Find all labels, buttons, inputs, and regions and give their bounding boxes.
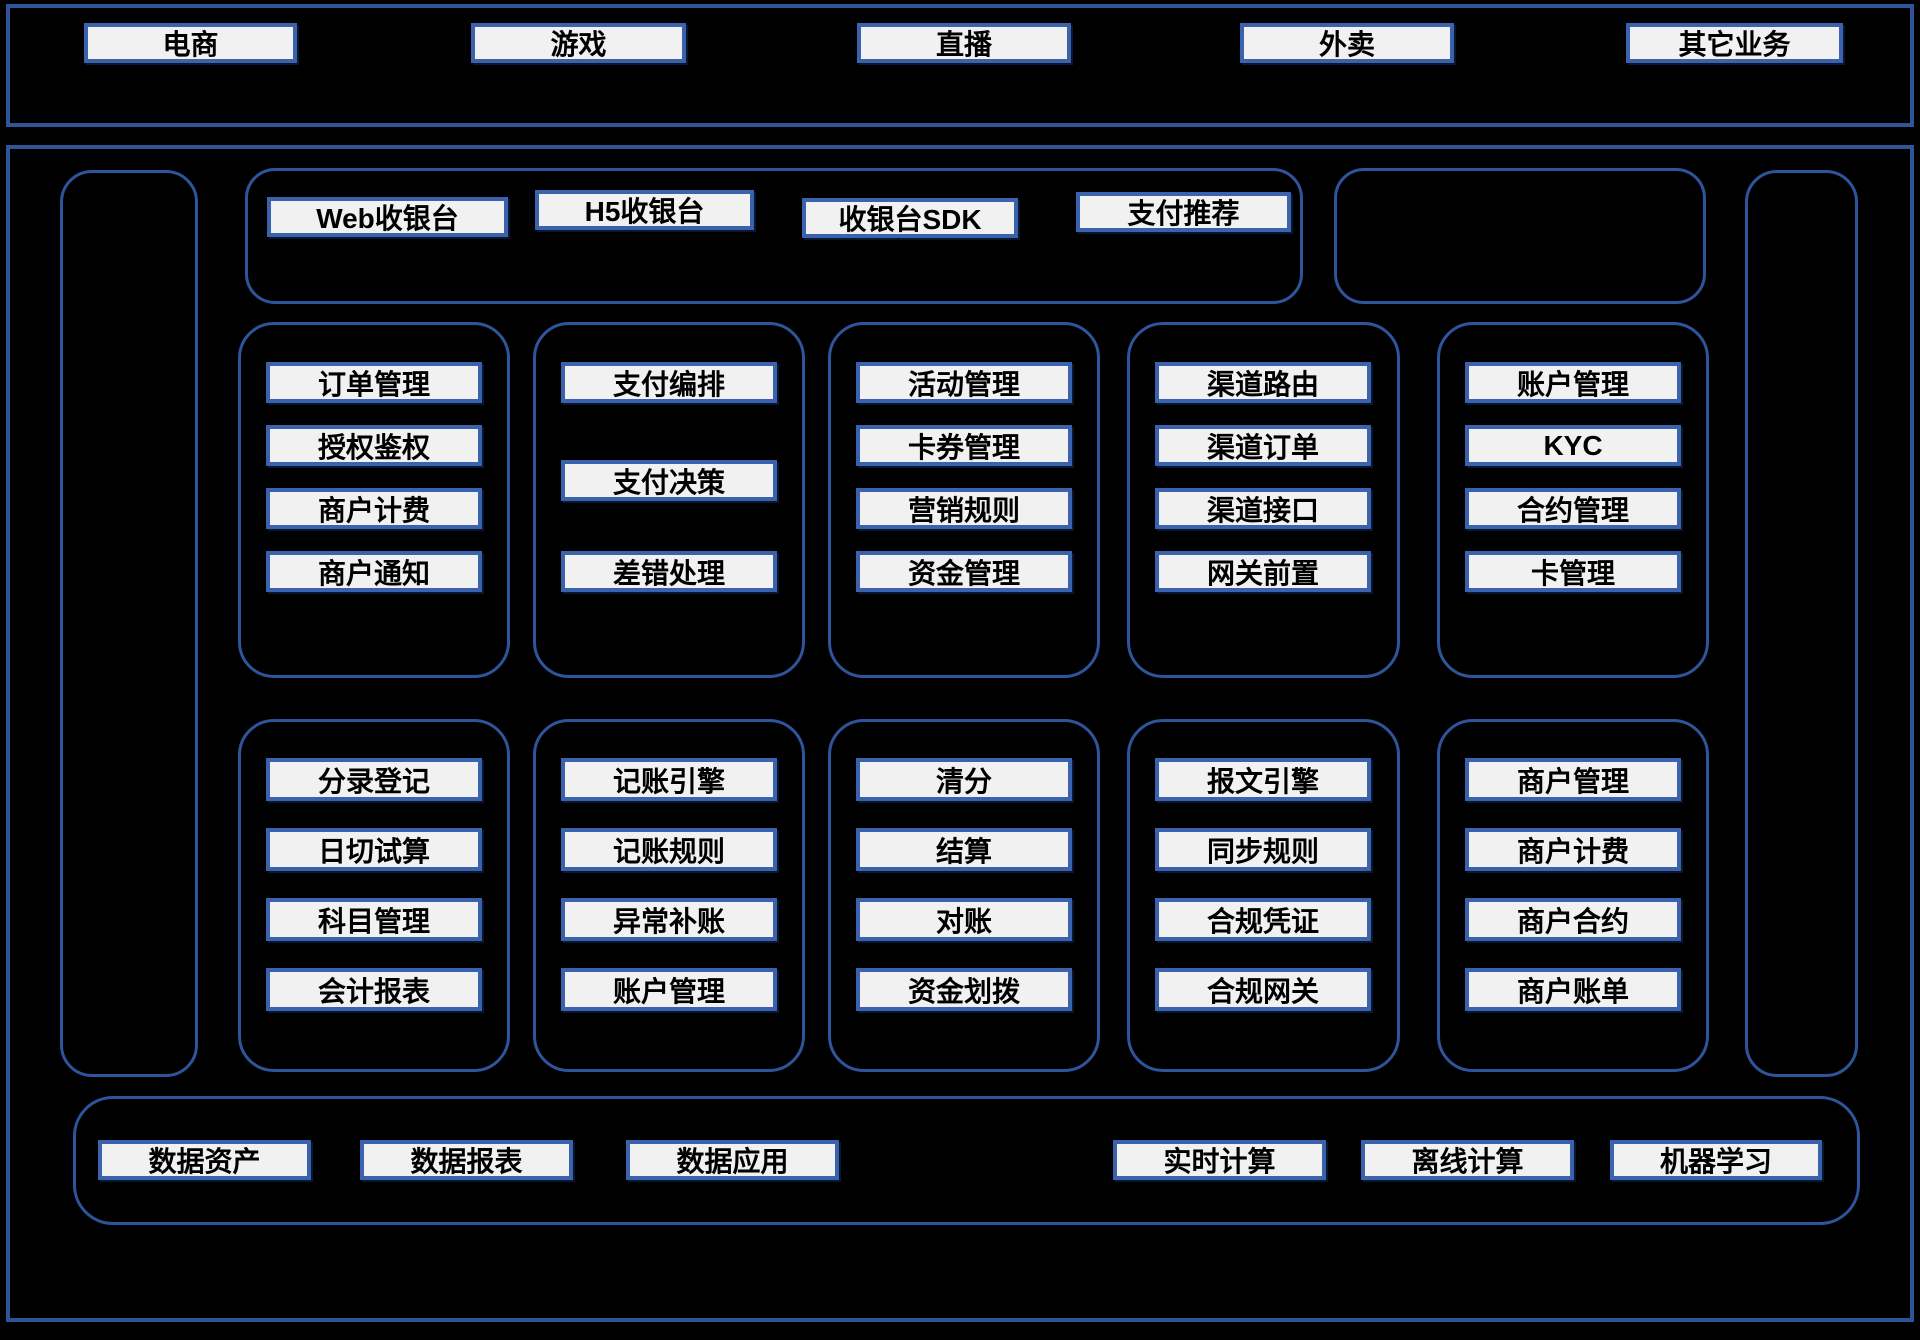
- diagram-node: 渠道路由: [1155, 362, 1371, 403]
- diagram-node: 支付决策: [561, 460, 777, 501]
- diagram-node: 渠道订单: [1155, 425, 1371, 466]
- diagram-node: 科目管理: [266, 898, 482, 941]
- diagram-node: 营销规则: [856, 488, 1072, 529]
- diagram-node: 支付编排: [561, 362, 777, 403]
- diagram-node: 差错处理: [561, 551, 777, 592]
- data-platform-bar: [73, 1096, 1860, 1225]
- diagram-node: 授权鉴权: [266, 425, 482, 466]
- diagram-node: 结算: [856, 828, 1072, 871]
- diagram-node: 资金管理: [856, 551, 1072, 592]
- diagram-node: 数据资产: [98, 1140, 311, 1180]
- diagram-node: 数据应用: [626, 1140, 839, 1180]
- diagram-node: 渠道接口: [1155, 488, 1371, 529]
- diagram-node: 卡管理: [1465, 551, 1681, 592]
- diagram-node: 合规凭证: [1155, 898, 1371, 941]
- diagram-node: 资金划拨: [856, 968, 1072, 1011]
- diagram-node: 收银台SDK: [802, 198, 1018, 238]
- diagram-node: 商户账单: [1465, 968, 1681, 1011]
- diagram-node: 记账引擎: [561, 758, 777, 801]
- diagram-node: KYC: [1465, 425, 1681, 466]
- diagram-node: 日切试算: [266, 828, 482, 871]
- diagram-node: 商户计费: [266, 488, 482, 529]
- diagram-node: 实时计算: [1113, 1140, 1326, 1180]
- diagram-node: 网关前置: [1155, 551, 1371, 592]
- diagram-node: 商户计费: [1465, 828, 1681, 871]
- diagram-node: 异常补账: [561, 898, 777, 941]
- diagram-node: 直播: [857, 23, 1071, 63]
- diagram-node: 商户管理: [1465, 758, 1681, 801]
- diagram-node: 外卖: [1240, 23, 1454, 63]
- diagram-node: 机器学习: [1610, 1140, 1822, 1180]
- diagram-node: 合规网关: [1155, 968, 1371, 1011]
- diagram-node: 对账: [856, 898, 1072, 941]
- right-side-panel: [1745, 170, 1858, 1077]
- diagram-node: 记账规则: [561, 828, 777, 871]
- diagram-node: 电商: [84, 23, 297, 63]
- diagram-node: 同步规则: [1155, 828, 1371, 871]
- diagram-node: 商户合约: [1465, 898, 1681, 941]
- diagram-node: 其它业务: [1626, 23, 1843, 63]
- cashier-placeholder-group: [1334, 168, 1706, 304]
- diagram-node: 账户管理: [1465, 362, 1681, 403]
- diagram-node: Web收银台: [267, 197, 508, 237]
- diagram-node: 账户管理: [561, 968, 777, 1011]
- diagram-node: 报文引擎: [1155, 758, 1371, 801]
- diagram-node: 活动管理: [856, 362, 1072, 403]
- diagram-node: H5收银台: [535, 190, 754, 230]
- diagram-node: 数据报表: [360, 1140, 573, 1180]
- diagram-node: 卡券管理: [856, 425, 1072, 466]
- diagram-node: 订单管理: [266, 362, 482, 403]
- diagram-node: 会计报表: [266, 968, 482, 1011]
- diagram-node: 商户通知: [266, 551, 482, 592]
- diagram-node: 分录登记: [266, 758, 482, 801]
- diagram-node: 离线计算: [1361, 1140, 1574, 1180]
- diagram-node: 游戏: [471, 23, 686, 63]
- diagram-node: 支付推荐: [1076, 192, 1291, 232]
- diagram-node: 清分: [856, 758, 1072, 801]
- left-side-panel: [60, 170, 198, 1077]
- diagram-node: 合约管理: [1465, 488, 1681, 529]
